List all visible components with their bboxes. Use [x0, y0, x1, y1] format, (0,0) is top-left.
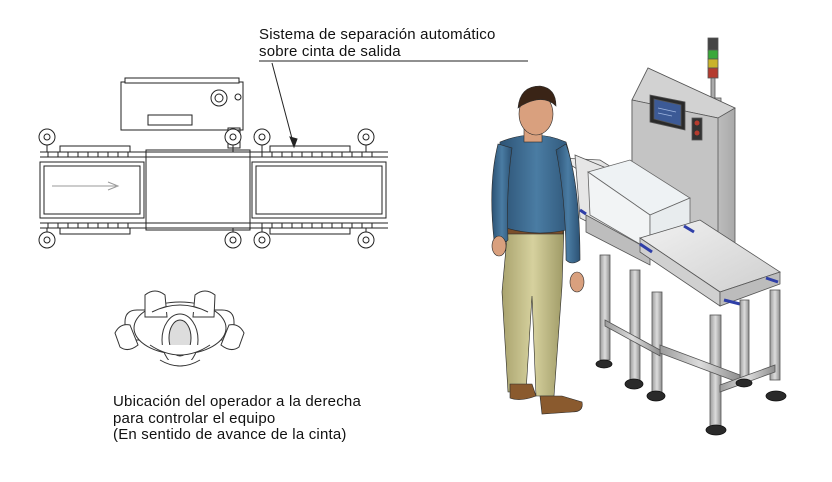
top-view-drawing — [38, 77, 388, 249]
signal-tower-icon — [704, 37, 722, 104]
caption-line-1: Ubicación del operador a la derecha — [113, 393, 361, 410]
checkweigher-machine — [558, 37, 787, 436]
caster-wheels — [38, 128, 375, 249]
caption-line-3: (En sentido de avance de la cinta) — [113, 426, 347, 443]
caption-line-2: para controlar el equipo — [113, 409, 276, 427]
callout-line-2: sobre cinta de salida — [259, 43, 401, 60]
touch-screen-icon — [649, 94, 686, 131]
machine-feet — [595, 359, 787, 436]
operator-caption: Ubicación del operador a la derecha para… — [113, 393, 361, 444]
callout-leader — [259, 60, 528, 149]
head-knob-icon — [210, 89, 228, 107]
operator-topview-icon — [114, 290, 245, 367]
callout-label: Sistema de separación automático sobre c… — [259, 26, 496, 60]
callout-line-1: Sistema de separación automático — [259, 26, 496, 43]
operator-figure — [491, 85, 585, 415]
direction-arrow-icon — [52, 181, 120, 191]
conveyor-guards — [579, 208, 779, 306]
